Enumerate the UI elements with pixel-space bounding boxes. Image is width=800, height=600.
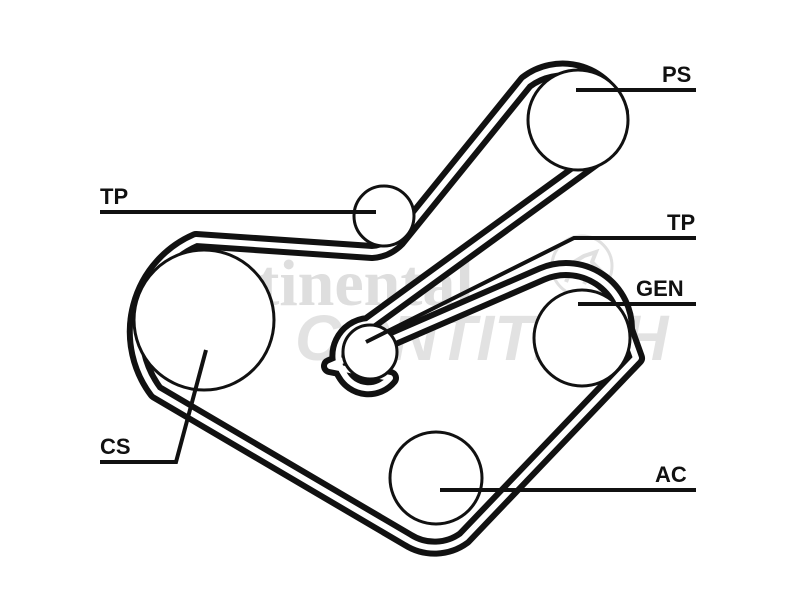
tp-upper-label: TP (100, 184, 128, 209)
gen-pulley (532, 288, 632, 388)
tp-upper-pulley (352, 184, 416, 248)
cs-pulley (132, 248, 276, 392)
ac-pulley (388, 430, 484, 526)
gen-label: GEN (636, 276, 684, 301)
tp-lower-leader-line (365, 236, 696, 344)
cs-label: CS (100, 434, 131, 459)
labels: PS TP TP GEN CS AC (100, 62, 695, 487)
pulleys (132, 68, 632, 526)
ps-pulley (526, 68, 630, 172)
leader-lines (100, 88, 696, 492)
tp-lower-pulley (341, 323, 399, 381)
cs-leader-line (100, 349, 208, 464)
tp-lower-label: TP (667, 210, 695, 235)
ps-label: PS (662, 62, 691, 87)
ac-label: AC (655, 462, 687, 487)
